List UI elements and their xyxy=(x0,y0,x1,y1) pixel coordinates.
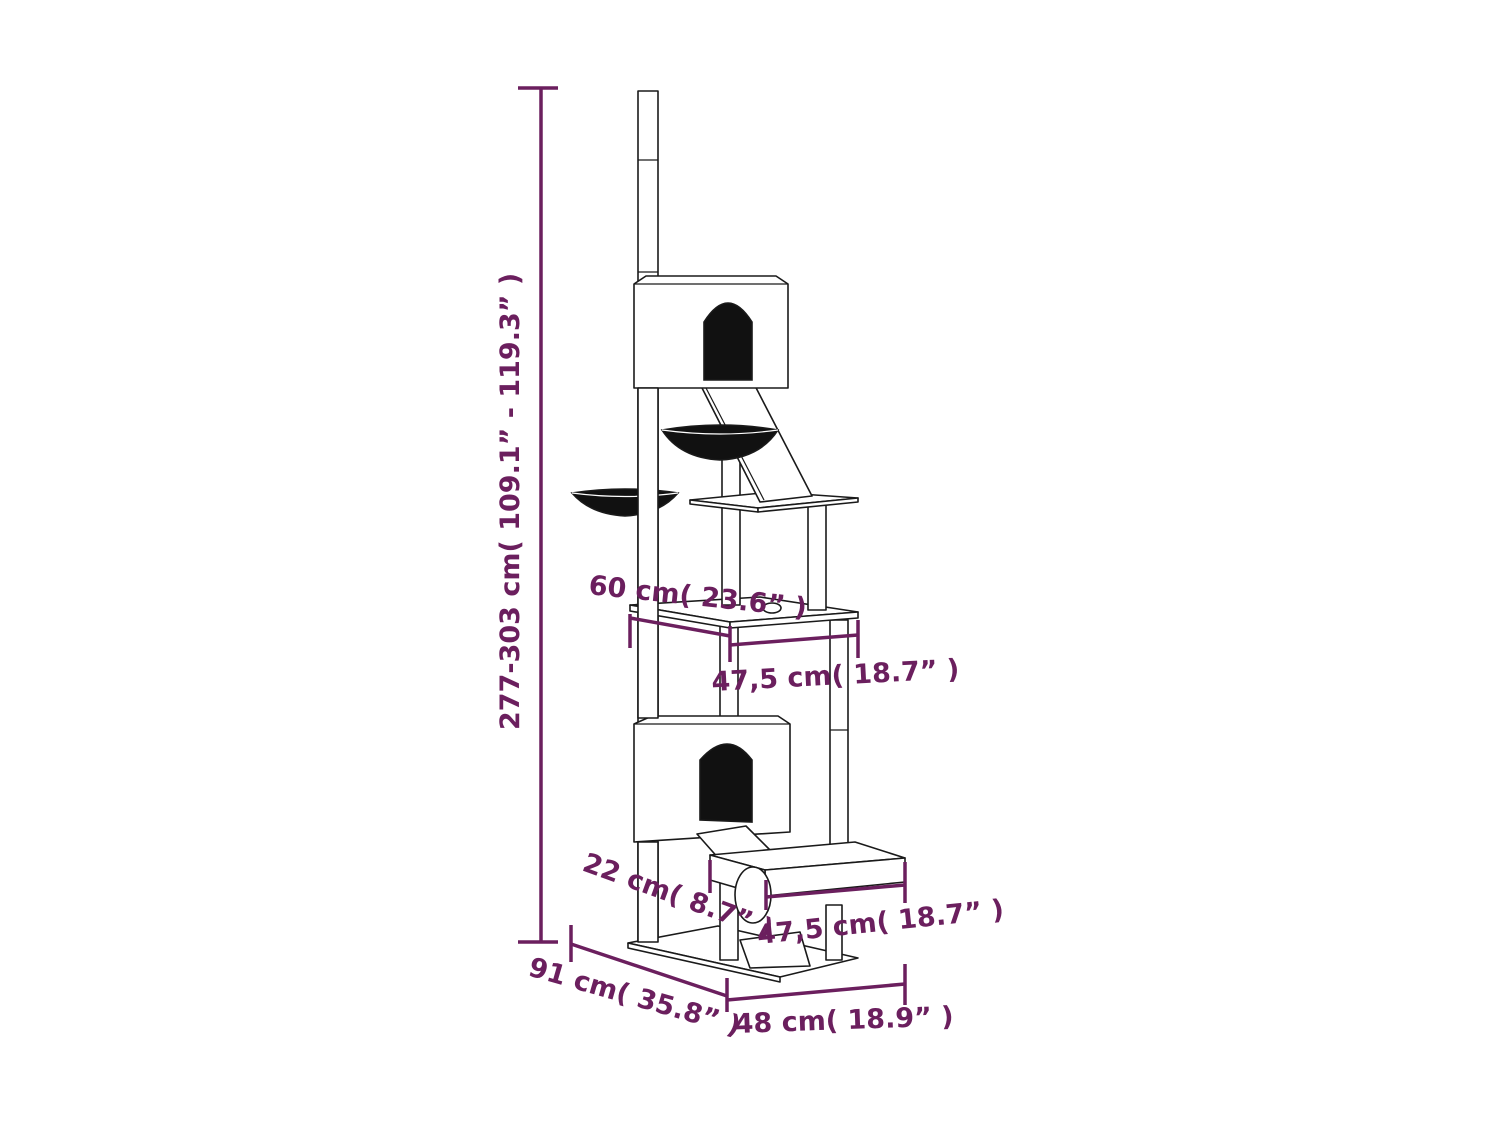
lower-post-right xyxy=(829,619,849,846)
upper-basket xyxy=(660,424,780,461)
height-label: 277-303 cm( 109.1” - 119.3” ) xyxy=(495,273,526,730)
bottom-ramp xyxy=(739,931,811,969)
side-basket xyxy=(570,488,680,517)
base-width-label: 48 cm( 18.9” ) xyxy=(734,1001,954,1040)
platform-depth-label: 47,5 cm( 18.7” ) xyxy=(711,654,960,698)
upper-post-right xyxy=(807,499,827,611)
tunnel-length-label: 47,5 cm( 18.7” ) xyxy=(755,894,1005,951)
upper-condo xyxy=(633,275,789,389)
cat-tree-illustration xyxy=(570,90,906,983)
height-dimension: 277-303 cm( 109.1” - 119.3” ) xyxy=(495,86,558,944)
base-width-dimension: 48 cm( 18.9” ) xyxy=(726,964,954,1040)
bottom-post xyxy=(825,904,843,961)
upper-post-left xyxy=(721,454,741,606)
lower-condo xyxy=(633,715,791,861)
